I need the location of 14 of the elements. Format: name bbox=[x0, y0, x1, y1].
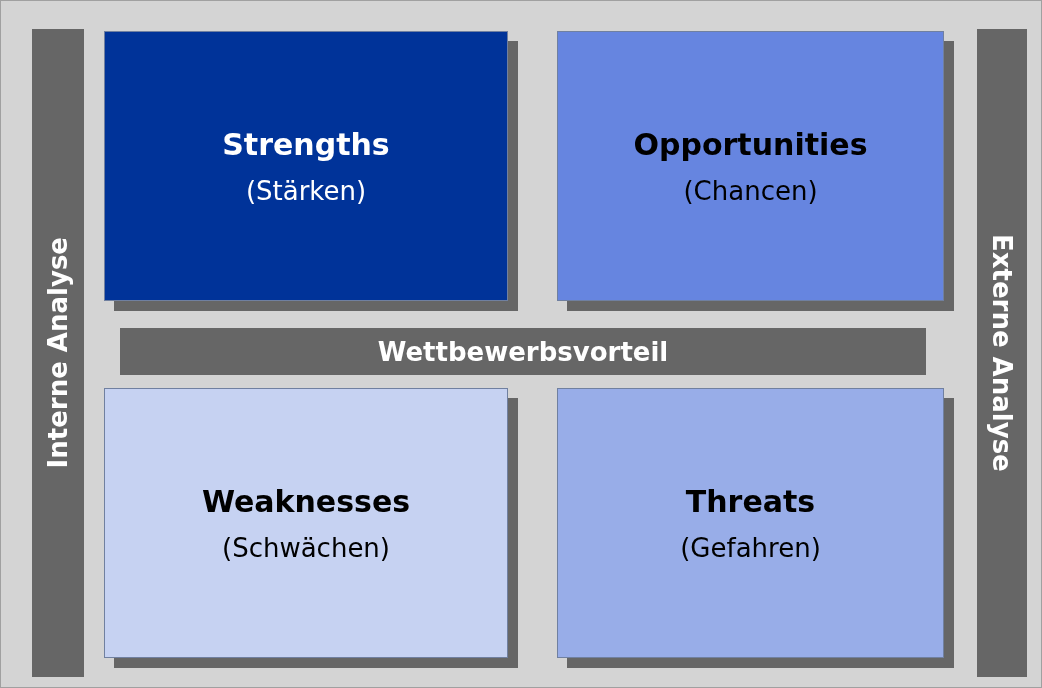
bar-label: Wettbewerbsvorteil bbox=[377, 336, 669, 367]
subtitle-text: (Chancen) bbox=[683, 175, 818, 206]
heading-text: Threats bbox=[685, 483, 816, 519]
subtitle-text: (Gefahren) bbox=[680, 532, 821, 563]
heading-text: Strengths bbox=[222, 126, 390, 162]
heading-text: Weaknesses bbox=[201, 483, 411, 519]
heading-text: Opportunities bbox=[633, 126, 868, 162]
bar-label: Externe Analyse bbox=[987, 234, 1017, 472]
subtitle-text: (Stärken) bbox=[245, 175, 367, 206]
label-bar bbox=[120, 328, 926, 375]
bar-label: Interne Analyse bbox=[43, 237, 73, 469]
subtitle-text: (Schwächen) bbox=[222, 532, 390, 563]
label-bar bbox=[977, 29, 1027, 677]
label-bar bbox=[32, 29, 84, 677]
